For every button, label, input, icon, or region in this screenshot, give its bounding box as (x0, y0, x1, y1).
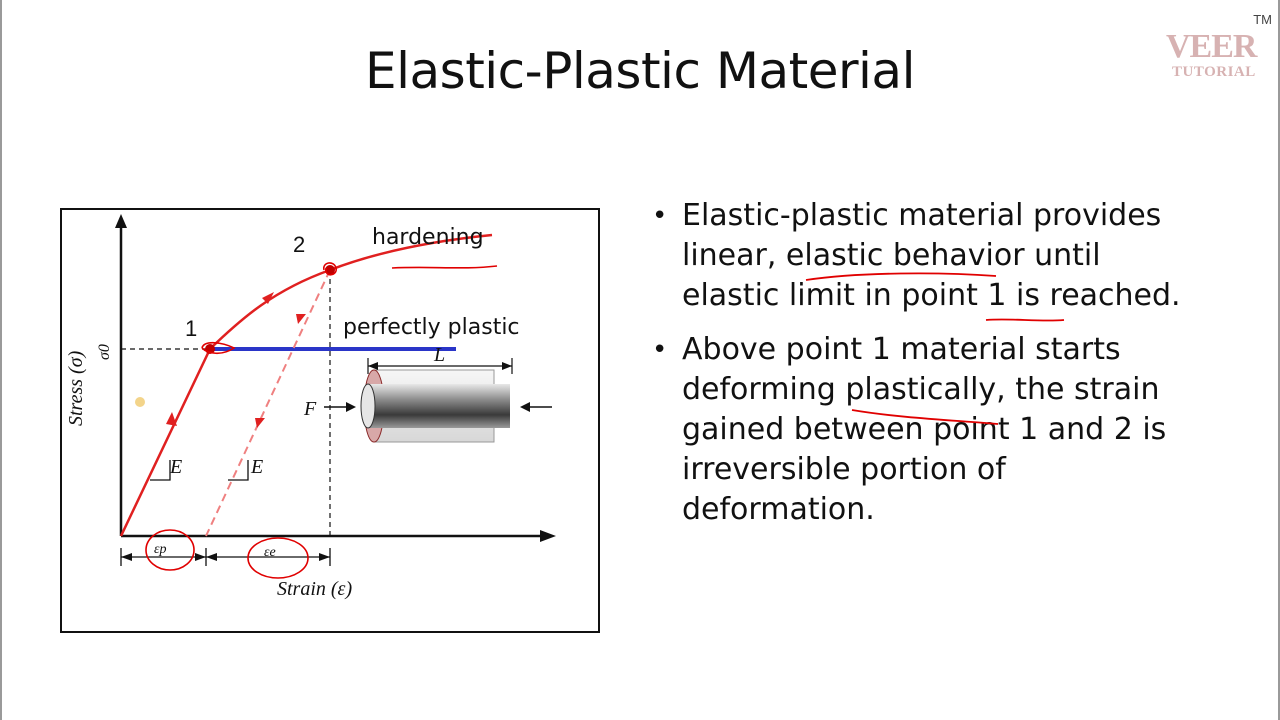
stress-strain-diagram: 2 hardening 1 perfectly plastic L F E E … (65, 214, 556, 600)
slope-triangle-1 (150, 460, 171, 481)
force-arrow-right-head (520, 402, 530, 412)
label-point-2: 2 (293, 232, 305, 257)
dimension-arrow-b (195, 553, 206, 561)
trademark-mark: TM (1253, 12, 1272, 27)
bullet-1-line-2: linear, elastic behavior until (682, 238, 1101, 273)
dimension-arrow-d (319, 553, 330, 561)
ink-underline-hardening (391, 265, 498, 269)
x-axis-arrowhead (540, 530, 556, 542)
label-force: F (303, 398, 317, 420)
dimension-arrow-a (121, 553, 132, 561)
ink-circle-eps-e (247, 537, 309, 579)
bullet-2-line-2: deforming plastically, the strain (682, 372, 1160, 407)
bullet-symbol: • (652, 335, 668, 365)
bullet-2-line-1: Above point 1 material starts (682, 332, 1121, 367)
veer-tutorial-logo: TM VEER TUTORIAL (1160, 10, 1278, 82)
ink-scribble-point-2 (323, 262, 337, 276)
dimension-arrow-c (206, 553, 217, 561)
label-point-1: 1 (185, 316, 197, 341)
stress-strain-figure: 2 hardening 1 perfectly plastic L F E E … (60, 208, 600, 633)
label-eps-p: εp (154, 542, 167, 557)
bullet-2-line-4: irreversible portion of (682, 452, 1006, 487)
loading-arrow-plastic (262, 292, 274, 304)
label-y-axis: Stress (σ) (65, 350, 87, 426)
label-sigma0: σ0 (96, 344, 113, 360)
label-length: L (433, 344, 445, 366)
bullet-item-2: • Above point 1 material starts deformin… (652, 330, 1272, 530)
label-modulus-2: E (250, 456, 263, 478)
specimen-core-end (360, 383, 376, 429)
force-arrow-left-head (346, 402, 356, 412)
logo-word-tutorial: TUTORIAL (1172, 64, 1256, 80)
length-arrow-right (502, 362, 512, 370)
bullet-item-1: • Elastic-plastic material provides line… (652, 196, 1272, 316)
label-perfectly-plastic: perfectly plastic (343, 315, 520, 340)
cursor-pointer-dot (135, 397, 145, 407)
label-hardening: hardening (372, 225, 484, 250)
specimen-core (368, 384, 510, 428)
ink-circle-eps-p (145, 529, 195, 571)
ink-scribble-point-1 (201, 341, 236, 355)
bullet-symbol: • (652, 201, 668, 231)
slide-edge-right (1278, 0, 1280, 720)
logo-word-veer: VEER (1166, 28, 1257, 65)
unloading-arrow-upper (296, 314, 306, 324)
label-eps-e: εe (264, 545, 276, 560)
unloading-arrow-lower (255, 418, 265, 428)
length-arrow-left (368, 362, 378, 370)
bullet-list: • Elastic-plastic material provides line… (652, 196, 1272, 544)
bullet-1-line-1: Elastic-plastic material provides (682, 198, 1162, 233)
label-x-axis: Strain (ε) (277, 578, 352, 600)
bullet-2-line-3: gained between point 1 and 2 is (682, 412, 1167, 447)
slope-triangle-2 (228, 460, 249, 481)
bullet-2-line-5: deformation. (682, 492, 875, 527)
slide-title: Elastic-Plastic Material (365, 42, 915, 100)
unloading-line (205, 269, 331, 537)
loading-arrow-elastic (166, 412, 177, 426)
bullet-1-line-3: elastic limit in point 1 is reached. (682, 278, 1181, 313)
label-modulus-1: E (169, 456, 182, 478)
point-2-marker (325, 265, 335, 275)
y-axis-arrowhead (115, 214, 127, 228)
slide-edge-left (0, 0, 2, 720)
